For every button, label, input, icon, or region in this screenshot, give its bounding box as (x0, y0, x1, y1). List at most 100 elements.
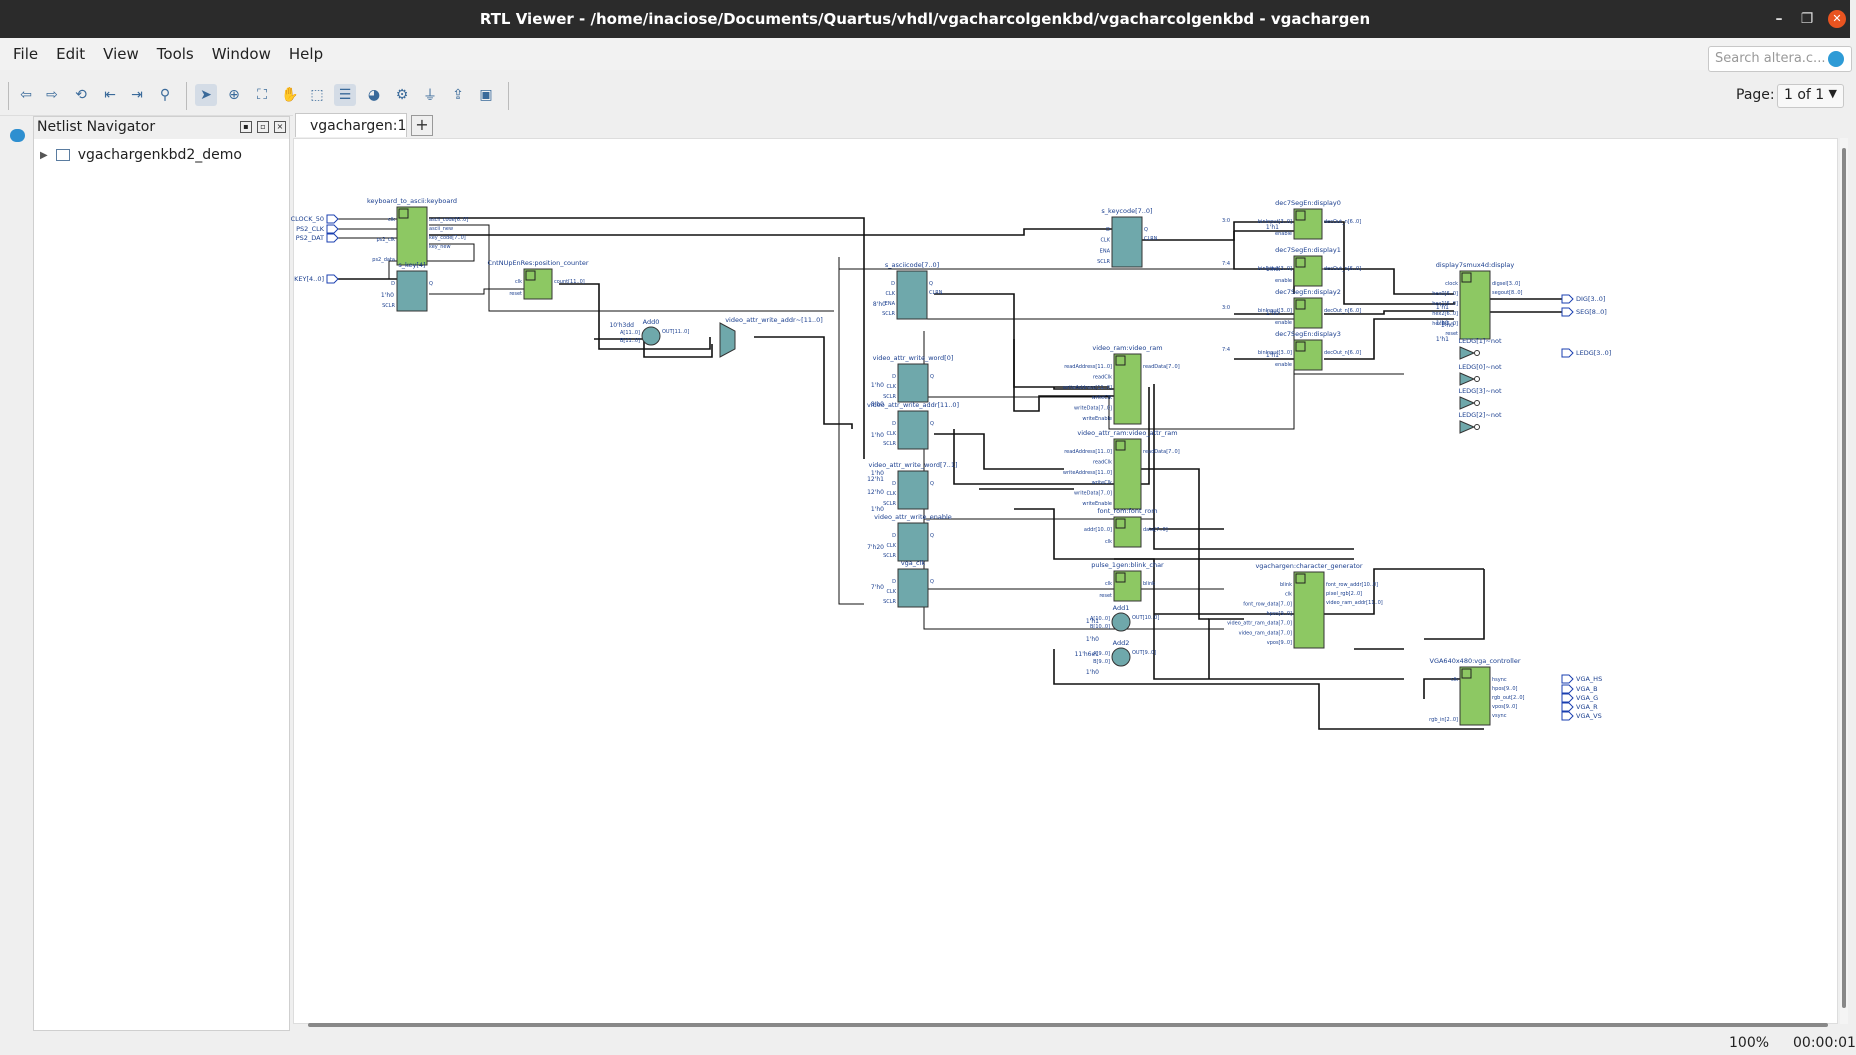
port-label: hex3[6..0] (1432, 321, 1458, 327)
module-block (1293, 297, 1323, 329)
horizontal-scrollbar[interactable] (300, 1021, 1835, 1029)
port-label: key_code[7..0] (429, 235, 466, 241)
port-label: blink (1143, 581, 1155, 587)
input-port-label: PS2_DAT (296, 234, 324, 242)
scroll-thumb[interactable] (308, 1023, 1828, 1027)
output-port-label: VGA_G (1576, 694, 1598, 702)
chat-icon[interactable] (10, 129, 25, 142)
fit-icon[interactable]: ⛶ (257, 87, 267, 103)
port-label: writeAddress[11..0] (1063, 385, 1112, 391)
expand-arrow-icon[interactable]: ▶ (40, 149, 48, 161)
output-port-label: SEG[8..0] (1576, 308, 1607, 316)
output-port (1561, 348, 1574, 358)
port-label: Q (429, 281, 433, 287)
panel-title: Netlist Navigator (37, 119, 156, 135)
port-label: vpos[9..0] (1492, 704, 1517, 710)
back-icon[interactable]: ⇦ (20, 87, 32, 103)
port-label: SCLR (883, 441, 896, 447)
block-label: vga_clk (901, 559, 926, 567)
export-icon[interactable]: ⇪ (452, 87, 464, 103)
wire (1153, 384, 1354, 550)
port-label: rgb_in[2..0] (1429, 717, 1458, 723)
port-label: readClk (1093, 374, 1112, 380)
output-port-label: VGA_VS (1576, 712, 1602, 720)
not-gate (1459, 372, 1476, 386)
menu-view[interactable]: View (103, 45, 139, 63)
hierarchy-icon (1461, 668, 1472, 679)
block-label: video_attr_write_addr[11..0] (867, 401, 959, 409)
maximize-icon[interactable]: ❐ (1800, 11, 1814, 27)
menu-edit[interactable]: Edit (56, 45, 86, 63)
menu-help[interactable]: Help (288, 45, 324, 63)
hand-icon[interactable]: ✋ (281, 87, 299, 103)
wire (1139, 468, 1209, 620)
color-icon[interactable]: ◕ (367, 87, 381, 103)
input-port (326, 224, 339, 234)
not-bubble (1474, 376, 1480, 382)
port-label: writeEnable (1082, 501, 1112, 507)
wire (1233, 231, 1295, 294)
port-label: clk (1105, 539, 1112, 545)
port-label: reset (1445, 331, 1458, 337)
pin-icon[interactable]: ▪ (240, 121, 252, 133)
port-label: pixel_rgb[2..0] (1326, 591, 1362, 597)
block-label: dec7SegEn:display2 (1275, 288, 1341, 296)
hierarchy-icon[interactable]: ☰ (334, 84, 356, 106)
port-label: ascii_new (429, 226, 453, 232)
scroll-thumb[interactable] (1842, 148, 1846, 1008)
port-label: Q (930, 421, 934, 427)
select-icon[interactable]: ➤ (195, 84, 217, 106)
hierarchy-icon (1461, 272, 1472, 283)
port-label: CLK (886, 589, 896, 595)
port-label: D (892, 481, 896, 487)
print-icon[interactable]: ▣ (479, 87, 493, 103)
menu-window[interactable]: Window (211, 45, 271, 63)
adder-port: OUT[10..0] (1132, 615, 1159, 621)
menu-tools[interactable]: Tools (156, 45, 194, 63)
close-button[interactable]: ✕ (1822, 0, 1852, 38)
port-label: digsel[3..0] (1492, 281, 1520, 287)
block-label: s_asciicode[7..0] (885, 261, 939, 269)
adder-symbol (1111, 647, 1131, 667)
collapse-icon[interactable]: ⇤ (104, 87, 116, 103)
wire (1053, 649, 1484, 730)
port-label: video_attr_ram_data[7..0] (1227, 621, 1292, 627)
forward-icon[interactable]: ⇨ (46, 87, 58, 103)
port-label: D (891, 281, 895, 287)
module-block (1459, 666, 1491, 726)
hierarchy-icon (1295, 210, 1306, 221)
refresh-icon[interactable]: ⟲ (75, 87, 87, 103)
tab-vgachargen[interactable]: vgachargen:1 (295, 113, 407, 137)
menu-file[interactable]: File (13, 45, 39, 63)
block-label: video_attr_write_word[7..1] (868, 461, 957, 469)
register-block (897, 470, 929, 510)
settings-icon[interactable]: ⚙ (395, 87, 409, 103)
not-gate (1459, 420, 1476, 434)
port-label: decOut_n[6..0] (1324, 350, 1361, 356)
vertical-scrollbar[interactable] (1840, 138, 1848, 1024)
not-bubble (1474, 400, 1480, 406)
port-label: segout[8..0] (1492, 290, 1523, 296)
tree-item[interactable]: ▶ vgachargenkbd2_demo (34, 139, 289, 171)
expand-icon[interactable]: ⇥ (131, 87, 143, 103)
page-select[interactable]: 1 of 1 ▼ (1777, 84, 1844, 108)
block-label: video_ram:video_ram (1092, 344, 1162, 352)
module-block (1459, 270, 1491, 340)
port-label: writeEnable (1082, 416, 1112, 422)
adder-port: A[11..0] (620, 330, 640, 336)
find-icon[interactable]: ⚲ (159, 87, 171, 103)
adder-symbol (641, 326, 661, 346)
area-select-icon[interactable]: ⬚ (310, 87, 324, 103)
globe-icon[interactable] (1828, 51, 1844, 67)
port-label: D (892, 533, 896, 539)
wire (429, 224, 834, 312)
input-port-label: KEY[4..0] (294, 275, 324, 283)
close-panel-icon[interactable]: × (274, 121, 286, 133)
minimize-icon[interactable]: – (1775, 11, 1783, 27)
register-block (897, 410, 929, 450)
float-icon[interactable]: ▫ (257, 121, 269, 133)
zoom-icon[interactable]: ⊕ (228, 87, 240, 103)
netlist-icon[interactable]: ⏚ (423, 88, 437, 104)
add-tab-button[interactable]: + (411, 115, 433, 136)
